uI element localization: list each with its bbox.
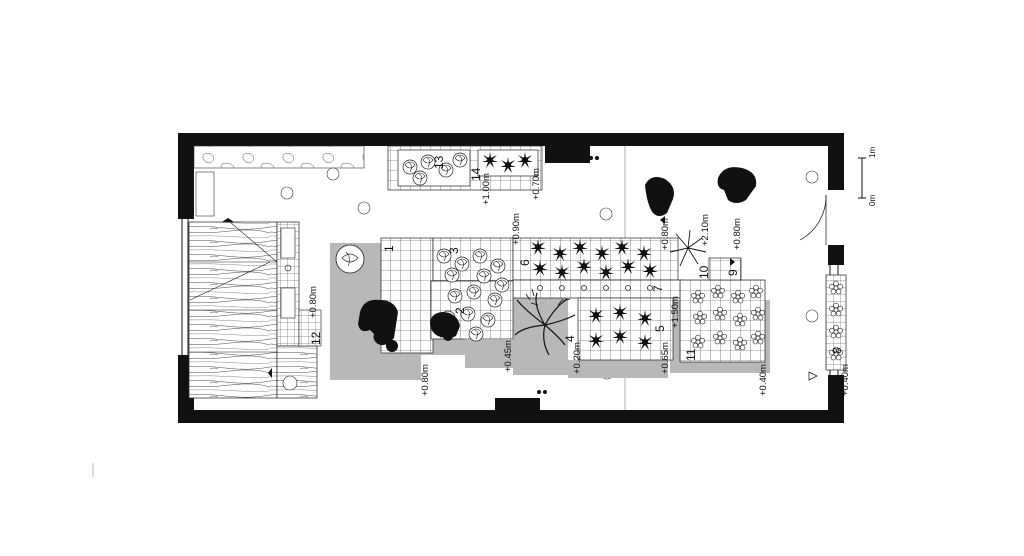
cabinet <box>195 171 215 217</box>
level-045: +0.45m <box>503 340 514 372</box>
round-table <box>335 244 365 274</box>
zone-3: 3 <box>447 247 461 254</box>
level-labels: +1.00m +0.70m +0.90m +0.80m +2.10m +0.80… <box>308 168 851 396</box>
camo-floor-area <box>193 145 365 169</box>
zone-2: 2 <box>453 307 467 314</box>
zone-numbers: 1 2 3 4 5 6 7 8 9 10 11 12 13 14 <box>309 155 844 361</box>
zone-12: 12 <box>309 331 323 345</box>
level-040-b: +0.40m <box>840 364 851 396</box>
scale-bottom-label: 0m <box>868 195 877 206</box>
door-handles <box>537 156 735 394</box>
people <box>358 167 757 352</box>
seedling-row <box>537 285 653 291</box>
zone-9: 9 <box>726 269 740 276</box>
level-090: +0.90m <box>511 213 522 245</box>
kitchen-block <box>188 218 322 399</box>
zone-11: 11 <box>684 348 698 361</box>
level-080-c: +0.80m <box>308 286 319 318</box>
level-020: +0.20m <box>572 342 583 374</box>
level-070: +0.70m <box>531 168 542 200</box>
agave-plant <box>669 229 707 267</box>
zone-4: 4 <box>563 335 577 342</box>
zone-5: 5 <box>653 325 667 332</box>
level-080-a: +0.80m <box>660 218 671 250</box>
level-065: +0.65m <box>660 342 671 374</box>
palm-plant <box>514 288 576 356</box>
level-080-b: +0.80m <box>732 218 743 250</box>
zone-8: 8 <box>830 347 844 354</box>
scale-top-label: 1m <box>868 147 877 158</box>
level-210: +2.10m <box>700 214 711 246</box>
zone-14: 14 <box>469 167 483 181</box>
level-080-d: +0.80m <box>420 364 431 396</box>
zone-13: 13 <box>432 155 446 169</box>
zone-10: 10 <box>697 265 711 279</box>
zone-1: 1 <box>382 245 396 252</box>
scale-bar: 1m 0m <box>858 147 877 206</box>
level-150: +1.50m <box>670 296 681 328</box>
level-040-a: +0.40m <box>758 364 769 396</box>
level-100: +1.00m <box>481 173 492 205</box>
planters-13-14 <box>397 149 539 187</box>
zone-6: 6 <box>518 259 532 266</box>
zone-7: 7 <box>651 285 665 292</box>
